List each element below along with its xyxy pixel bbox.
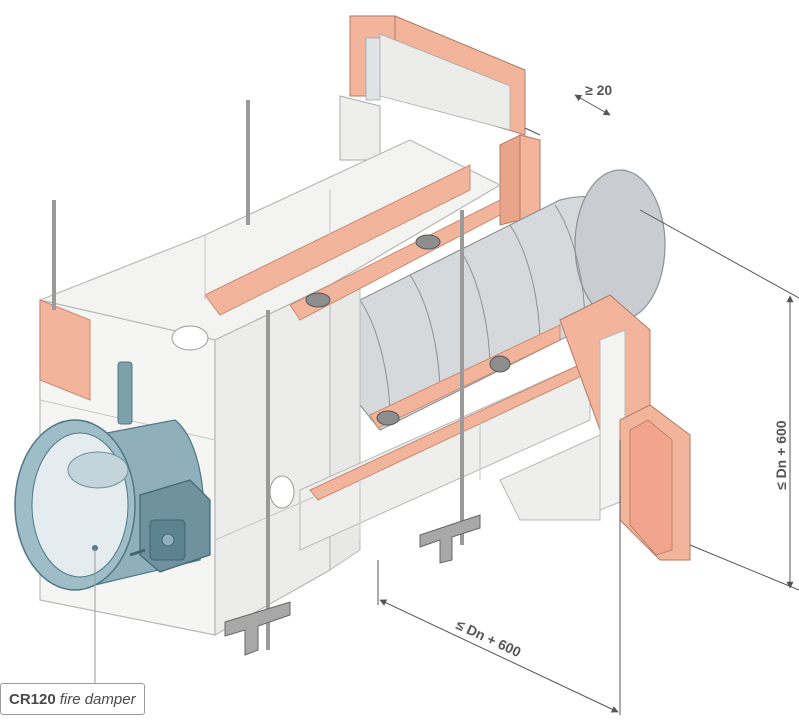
horizontal-limit-label: ≤ Dn + 600 bbox=[454, 616, 524, 660]
damper-description: fire damper bbox=[59, 690, 136, 708]
fire-enclosure bbox=[39, 139, 591, 637]
gap-dimension: ≥ 20 bbox=[524, 82, 612, 136]
wall-section-top bbox=[339, 15, 541, 226]
hanger-rods bbox=[52, 100, 464, 650]
damper-callout: CR120 fire damper bbox=[0, 683, 145, 715]
spiral-duct bbox=[299, 169, 666, 431]
vertical-dimension: ≤ Dn + 600 bbox=[639, 209, 799, 591]
gap-label: ≥ 20 bbox=[585, 82, 612, 98]
support-channels bbox=[224, 514, 481, 656]
fire-damper bbox=[14, 361, 211, 591]
wall-section-bottom bbox=[499, 294, 691, 561]
damper-code: CR120 bbox=[9, 690, 56, 708]
vertical-limit-label: ≤ Dn + 600 bbox=[773, 420, 789, 490]
